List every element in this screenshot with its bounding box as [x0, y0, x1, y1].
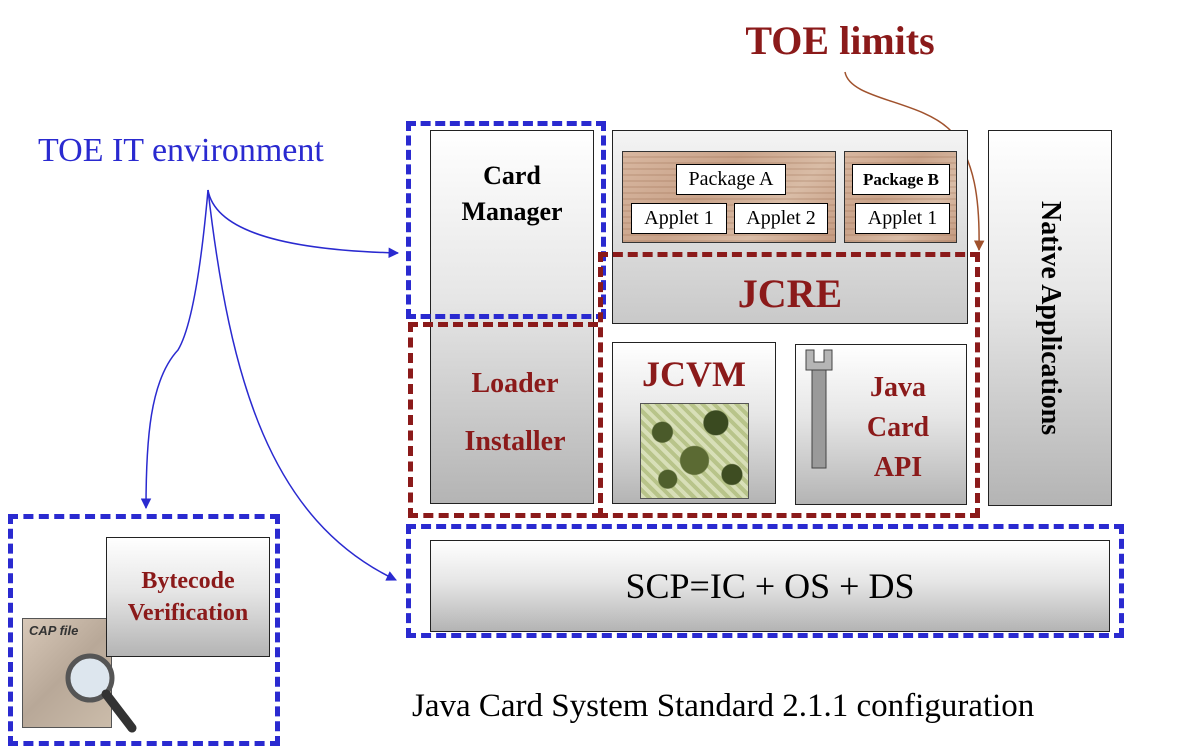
java-card-api-line2: Card — [866, 412, 930, 443]
bytecode-label-line1: Bytecode — [141, 568, 235, 594]
it-env-boundary-card-manager — [406, 121, 606, 319]
jcvm-texture-image — [640, 403, 749, 499]
jcre-label: JCRE — [737, 270, 843, 316]
wrench-icon — [805, 349, 833, 469]
native-applications-label: Native Applications — [1035, 200, 1066, 436]
scp-box: SCP=IC + OS + DS — [430, 540, 1110, 632]
bytecode-verification-box: Bytecode Verification — [106, 537, 270, 657]
installer-label: Installer — [464, 426, 566, 457]
arrow-to-bytecode-verification — [140, 189, 209, 510]
applet-b1-label: Applet 1 — [855, 203, 950, 234]
applet-1-label: Applet 1 — [631, 203, 727, 234]
card-manager-label-line1: Card — [483, 161, 541, 190]
diagram-caption: Java Card System Standard 2.1.1 configur… — [412, 688, 1035, 724]
loader-label: Loader — [471, 368, 559, 399]
it-env-boundary-scp — [406, 524, 1124, 638]
card-manager-label-line2: Manager — [461, 197, 563, 226]
cap-file-label: CAP file — [29, 623, 79, 638]
toe-boundary-jcre — [598, 252, 980, 518]
package-a-label: Package A — [676, 164, 786, 195]
toe-boundary-loader-installer — [408, 322, 598, 518]
package-b-label: Package B — [852, 164, 950, 195]
java-card-api-line3: API — [873, 452, 923, 483]
it-env-boundary-bytecode — [8, 514, 280, 746]
applet-2-label: Applet 2 — [734, 203, 828, 234]
java-card-api-line1: Java — [870, 372, 926, 403]
magnifier-icon — [65, 653, 137, 733]
toe-boundary-bottom — [408, 510, 602, 518]
native-applications-box: Native Applications — [988, 130, 1112, 506]
bytecode-label-line2: Verification — [127, 600, 249, 626]
jcvm-label: JCVM — [642, 354, 746, 394]
toe-limits-title: TOE limits — [745, 17, 935, 63]
java-card-api-label: Java Card API — [838, 368, 958, 488]
arrow-to-scp — [207, 189, 397, 581]
toe-it-environment-label: TOE IT environment — [38, 132, 324, 169]
arrow-to-card-manager — [207, 189, 400, 259]
